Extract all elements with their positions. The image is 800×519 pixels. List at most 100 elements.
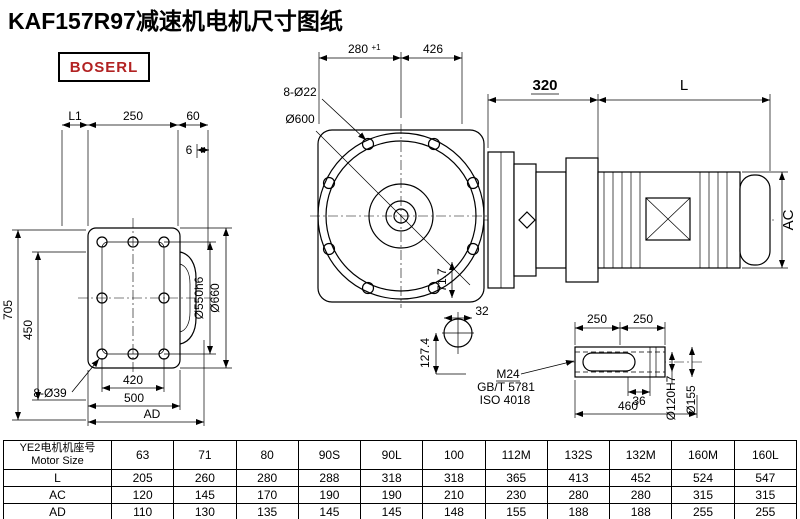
left-view-dimension-lines bbox=[12, 122, 232, 426]
motor-size-table: YE2电机机座号 Motor Size 63 71 80 90S 90L 100… bbox=[3, 440, 798, 519]
dim-127-4-label: 127.4 bbox=[418, 338, 432, 368]
dim-6-label: 6 bbox=[186, 143, 193, 157]
table-cell: 145 bbox=[360, 503, 424, 519]
table-col-header: 71 bbox=[173, 440, 237, 470]
table-cell: 205 bbox=[110, 469, 175, 487]
dim-60-label: 60 bbox=[186, 109, 200, 123]
table-cell: 190 bbox=[297, 486, 362, 504]
dim-155-label: Ø155 bbox=[684, 385, 698, 415]
dim-250a-label: 250 bbox=[587, 312, 607, 326]
dim-600-label: Ø600 bbox=[285, 112, 315, 126]
front-view: 280 +1 426 8-Ø22 Ø600 71.7 bbox=[283, 42, 492, 308]
dim-500-label: 500 bbox=[124, 391, 144, 405]
motor-geometry bbox=[484, 151, 774, 289]
bolt-spec-iso-label: ISO 4018 bbox=[480, 393, 531, 407]
table-cell: 255 bbox=[671, 503, 735, 519]
page-title: KAF157R97减速机电机尺寸图纸 bbox=[8, 8, 343, 34]
bolt-spec-gbt-label: GB/T 5781 bbox=[477, 380, 535, 394]
dim-L1-label: L1 bbox=[68, 109, 82, 123]
table-cell: 288 bbox=[297, 469, 362, 487]
table-cell: 145 bbox=[297, 503, 362, 519]
table-col-header: 160L bbox=[733, 440, 798, 470]
shaft-section-view: 32 127.4 bbox=[418, 304, 489, 375]
dim-705-label: 705 bbox=[1, 300, 15, 320]
table-col-header: 100 bbox=[422, 440, 486, 470]
dim-36-label: 36 bbox=[632, 394, 646, 408]
dim-280-label: 280 bbox=[348, 42, 368, 56]
row-label: AD bbox=[3, 503, 112, 519]
table-cell: 365 bbox=[484, 469, 548, 487]
table-row: AD 110 130 135 145 145 148 155 188 188 2… bbox=[3, 503, 798, 519]
dim-AD-label: AD bbox=[144, 407, 161, 421]
dim-450-label: 450 bbox=[21, 320, 35, 340]
dim-8xO39-label: 8-Ø39 bbox=[33, 386, 67, 400]
front-view-dimension-lines bbox=[318, 52, 463, 298]
table-row: AC 120 145 170 190 190 210 230 280 280 3… bbox=[3, 486, 798, 504]
row-label: L bbox=[3, 469, 112, 487]
table-col-header: 132M bbox=[609, 440, 673, 470]
table-row: L 205 260 280 288 318 318 365 413 452 52… bbox=[3, 469, 798, 487]
technical-drawing: 705 450 L1 250 60 6 Ø550h6 Ø660 8-Ø39 42… bbox=[1, 42, 797, 426]
table-cell: 413 bbox=[546, 469, 611, 487]
shaft-detail-dimension-lines bbox=[496, 322, 698, 418]
boserl-logo: BOSERL bbox=[58, 52, 150, 82]
dim-120H7-label: Ø120H7 bbox=[664, 375, 678, 420]
table-cell: 318 bbox=[360, 469, 424, 487]
dim-280-tolerance: +1 bbox=[371, 43, 381, 52]
table-cell: 170 bbox=[235, 486, 299, 504]
table-cell: 452 bbox=[609, 469, 673, 487]
shaft-detail-geometry bbox=[566, 346, 704, 378]
dim-8xO22-label: 8-Ø22 bbox=[283, 85, 317, 99]
table-corner-header: YE2电机机座号 Motor Size bbox=[3, 440, 112, 470]
table-cell: 230 bbox=[484, 486, 548, 504]
table-cell: 130 bbox=[173, 503, 237, 519]
header-cn: YE2电机机座号 bbox=[19, 442, 96, 455]
front-view-geometry bbox=[310, 124, 492, 308]
table-col-header: 112M bbox=[484, 440, 548, 470]
table-cell: 155 bbox=[484, 503, 548, 519]
table-cell: 318 bbox=[422, 469, 486, 487]
table-cell: 280 bbox=[235, 469, 299, 487]
dim-320-label: 320 bbox=[532, 77, 557, 94]
table-col-header: 90S bbox=[297, 440, 362, 470]
table-col-header: 63 bbox=[110, 440, 175, 470]
table-cell: 255 bbox=[733, 503, 798, 519]
left-view-geometry bbox=[78, 218, 214, 380]
table-cell: 145 bbox=[173, 486, 237, 504]
dim-460-label: 460 bbox=[618, 399, 638, 413]
left-view: 705 450 L1 250 60 6 Ø550h6 Ø660 8-Ø39 42… bbox=[1, 109, 232, 426]
table-col-header: 80 bbox=[235, 440, 299, 470]
dim-L-label: L bbox=[680, 77, 688, 94]
table-cell: 188 bbox=[609, 503, 673, 519]
dim-AC-label: AC bbox=[780, 209, 797, 230]
table-header-row: YE2电机机座号 Motor Size 63 71 80 90S 90L 100… bbox=[3, 440, 798, 470]
motor-side-view: 320 L AC bbox=[484, 77, 797, 289]
table-cell: 524 bbox=[671, 469, 735, 487]
table-col-header: 90L bbox=[360, 440, 424, 470]
table-cell: 210 bbox=[422, 486, 486, 504]
table-cell: 315 bbox=[733, 486, 798, 504]
table-cell: 135 bbox=[235, 503, 299, 519]
table-cell: 120 bbox=[110, 486, 175, 504]
table-cell: 280 bbox=[609, 486, 673, 504]
table-cell: 280 bbox=[546, 486, 611, 504]
header-en: Motor Size bbox=[31, 455, 84, 467]
dim-550h6-label: Ø550h6 bbox=[192, 276, 206, 319]
dim-71-7-label: 71.7 bbox=[435, 268, 449, 292]
dim-420-label: 420 bbox=[123, 373, 143, 387]
boserl-logo-text: BOSERL bbox=[69, 58, 139, 76]
table-col-header: 160M bbox=[671, 440, 735, 470]
dim-250-label: 250 bbox=[123, 109, 143, 123]
bolt-spec-m24-label: M24 bbox=[496, 367, 520, 381]
shaft-section-dimension-lines bbox=[433, 315, 472, 375]
table-cell: 315 bbox=[671, 486, 735, 504]
dim-250b-label: 250 bbox=[633, 312, 653, 326]
table-cell: 148 bbox=[422, 503, 486, 519]
table-cell: 110 bbox=[110, 503, 175, 519]
motor-dimension-lines bbox=[487, 93, 788, 269]
dim-32-label: 32 bbox=[475, 304, 489, 318]
table-cell: 260 bbox=[173, 469, 237, 487]
shaft-detail-view: 250 250 36 460 Ø120H7 Ø155 M24 GB/T 5781… bbox=[477, 312, 704, 420]
table-cell: 190 bbox=[360, 486, 424, 504]
